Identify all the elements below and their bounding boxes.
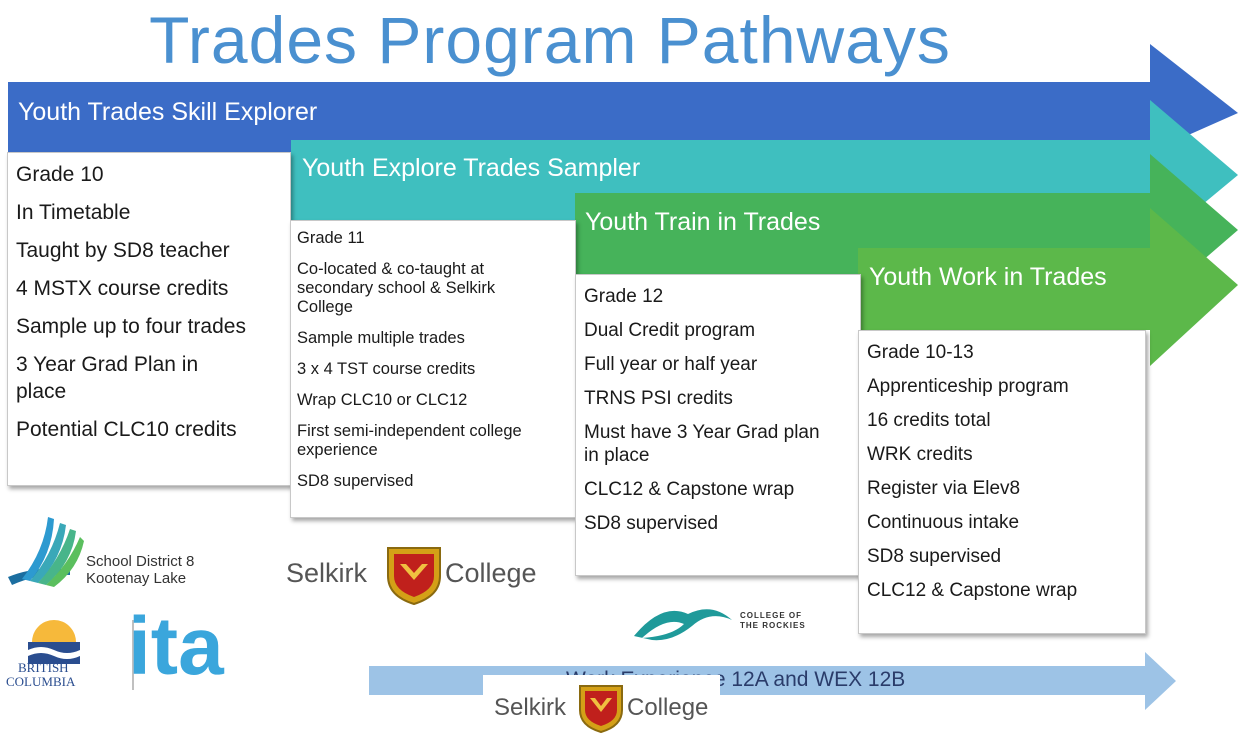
band-label-3: Youth Train in Trades xyxy=(585,208,821,236)
band-arrow-1 xyxy=(8,44,1238,152)
cotr-logo-text-2: THE ROCKIES xyxy=(740,621,806,630)
list-item: 4 MSTX course credits xyxy=(16,277,229,300)
list-item: Dual Credit program xyxy=(584,320,756,341)
list-item: TRNS PSI credits xyxy=(584,388,733,409)
list-item: Sample multiple trades xyxy=(297,329,465,347)
pathway-box-1: Grade 10 In Timetable Taught by SD8 teac… xyxy=(7,152,291,486)
list-item: Register via Elev8 xyxy=(867,478,1021,499)
list-item: Taught by SD8 teacher xyxy=(16,239,230,262)
list-item: Grade 12 xyxy=(584,286,664,307)
bc-logo-text-2: COLUMBIA xyxy=(6,674,76,689)
cotr-logo xyxy=(634,609,732,641)
list-item: Apprenticeship program xyxy=(867,376,1069,397)
sd8-logo-text-1: School District 8 xyxy=(86,553,195,570)
bc-logo xyxy=(28,620,134,690)
list-item: Potential CLC10 credits xyxy=(16,418,237,441)
list-item: SD8 supervised xyxy=(584,513,719,534)
list-item: Grade 10-13 xyxy=(867,342,974,363)
list-item: WRK credits xyxy=(867,444,973,465)
list-item: Sample up to four trades xyxy=(16,315,246,338)
ita-logo: ita xyxy=(128,601,224,692)
list-item: First semi-independent college experienc… xyxy=(297,422,522,459)
selkirk-logo-right: College xyxy=(445,558,537,588)
band-label-4: Youth Work in Trades xyxy=(869,263,1107,291)
sd8-logo xyxy=(8,517,84,587)
list-item: Must have 3 Year Grad plan in place xyxy=(584,422,820,466)
list-item: Wrap CLC10 or CLC12 xyxy=(297,391,468,409)
selkirk-logo-left: Selkirk xyxy=(286,558,368,588)
list-item: Grade 11 xyxy=(297,229,365,247)
list-item: Grade 10 xyxy=(16,163,104,186)
list-item: CLC12 & Capstone wrap xyxy=(584,479,795,500)
list-item: SD8 supervised xyxy=(867,546,1002,567)
page-title: Trades Program Pathways xyxy=(149,3,951,77)
band-arrow-4 xyxy=(858,208,1238,366)
list-item: Co-located & co-taught at secondary scho… xyxy=(297,260,496,316)
cotr-logo-text-1: COLLEGE OF xyxy=(740,611,802,620)
pathway-box-3: Grade 12 Dual Credit program Full year o… xyxy=(575,274,861,576)
list-item: CLC12 & Capstone wrap xyxy=(867,580,1078,601)
wex-arrow xyxy=(369,652,1176,710)
sd8-logo-text-2: Kootenay Lake xyxy=(86,570,187,587)
list-item: Full year or half year xyxy=(584,354,758,375)
list-item: 3 x 4 TST course credits xyxy=(297,360,476,378)
pathway-box-4: Grade 10-13 Apprenticeship program 16 cr… xyxy=(858,330,1146,634)
list-item: 16 credits total xyxy=(867,410,991,431)
selkirk-bottom-left: Selkirk xyxy=(494,694,567,721)
list-item: In Timetable xyxy=(16,201,131,224)
selkirk-bottom-right: College xyxy=(627,694,709,721)
band-label-1: Youth Trades Skill Explorer xyxy=(18,98,318,126)
list-item: SD8 supervised xyxy=(297,472,414,490)
list-item: 3 Year Grad Plan in place xyxy=(16,353,199,403)
band-label-2: Youth Explore Trades Sampler xyxy=(302,154,641,182)
list-item: Continuous intake xyxy=(867,512,1020,533)
bc-logo-text-1: BRITISH xyxy=(18,660,69,675)
selkirk-crest-icon xyxy=(387,547,441,606)
